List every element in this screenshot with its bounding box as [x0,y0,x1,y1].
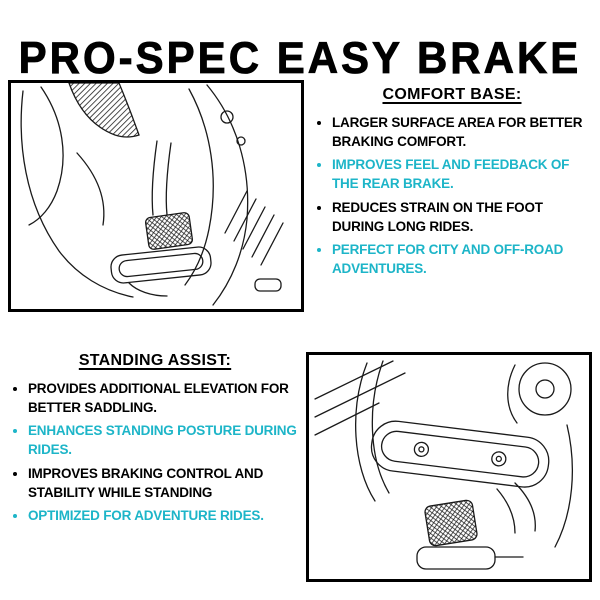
knurled-toe-peg [144,212,194,250]
comfort-base-section: COMFORT BASE: LARGER SURFACE AREA FOR BE… [310,86,594,282]
standing-assist-list: PROVIDES ADDITIONAL ELEVATION FOR BETTER… [6,379,304,525]
page-title: PRO-SPEC EASY BRAKE [18,32,582,83]
frame-lines [314,360,406,436]
brake-pedal-closeup-illustration [314,360,573,570]
comfort-base-pad [110,246,212,284]
comfort-base-pad-closeup [370,420,550,488]
list-item: IMPROVES FEEL AND FEEDBACK OF THE REAR B… [332,155,594,193]
list-item: IMPROVES BRAKING CONTROL AND STABILITY W… [28,464,304,502]
hub [518,362,572,416]
brake-pedal-side-illustration-frame [8,80,304,312]
list-item: LARGER SURFACE AREA FOR BETTER BRAKING C… [332,113,594,151]
bolt [220,110,234,124]
knurled-tip-block [424,499,478,547]
comfort-base-heading: COMFORT BASE: [382,86,522,103]
seat-hatch-shape [68,83,140,138]
list-item: OPTIMIZED FOR ADVENTURE RIDES. [28,506,304,525]
bolt [413,441,430,458]
bolt [491,451,507,467]
list-item: PROVIDES ADDITIONAL ELEVATION FOR BETTER… [28,379,304,417]
list-item: REDUCES STRAIN ON THE FOOT DURING LONG R… [332,198,594,236]
list-item: ENHANCES STANDING POSTURE DURING RIDES. [28,421,304,459]
bolt [236,136,246,146]
standing-assist-heading: STANDING ASSIST: [78,352,232,369]
comfort-base-list: LARGER SURFACE AREA FOR BETTER BRAKING C… [310,113,594,278]
list-item: PERFECT FOR CITY AND OFF-ROAD ADVENTURES… [332,240,594,278]
radiator-fins [224,190,284,266]
standing-assist-bracket [416,546,496,570]
brake-pedal-side-illustration [20,83,284,306]
brake-pedal-closeup-illustration-frame [306,352,592,582]
standing-assist-section: STANDING ASSIST: PROVIDES ADDITIONAL ELE… [6,352,304,529]
